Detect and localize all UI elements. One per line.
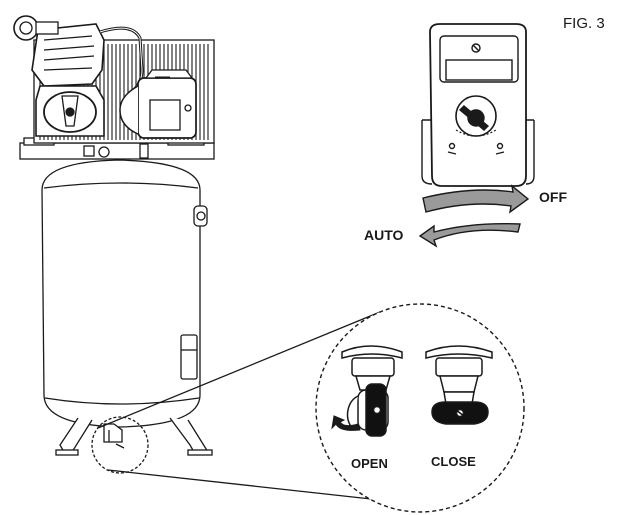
air-compressor: ▬▬▬ [13,15,215,456]
off-label: OFF [539,189,567,205]
figure-label: FIG. 3 [563,15,605,32]
callout-detail-circle [315,303,525,513]
tank-switch-box [180,334,198,380]
pump-air-filter [13,15,39,41]
tank-leg-left [59,417,93,453]
valve-open [341,345,403,437]
tank-foot-right [187,449,213,456]
tank-leg-right [169,417,210,453]
open-label: OPEN [351,456,388,471]
auto-arrow [418,222,521,248]
auto-label: AUTO [364,227,404,243]
pressure-switch-detail [421,23,535,187]
tank-top-seam [43,182,199,189]
close-label: CLOSE [431,454,476,469]
callout-origin-circle [91,416,149,474]
callout-pointer [91,311,381,501]
tank-side-port-nut [196,211,206,221]
tank-side-port [193,205,208,227]
tank-foot-left [55,449,79,456]
tank-body [41,159,201,428]
valve-close [425,345,493,425]
svg-text:▬▬▬: ▬▬▬ [155,74,170,80]
open-turn-arrow [331,415,361,431]
off-arrow [422,184,530,214]
tank-bottom-seam [44,397,200,405]
